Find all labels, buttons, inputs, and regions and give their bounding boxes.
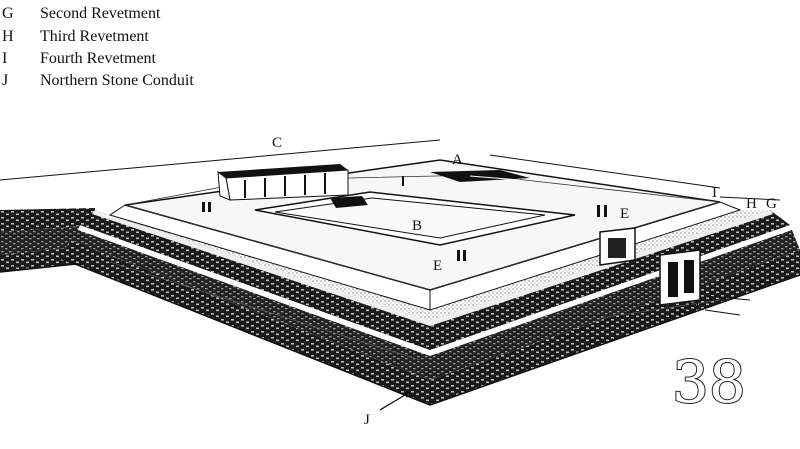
legend-text: Fourth Revetment [40,50,156,67]
slide-number: 38 [672,348,746,416]
legend-key: J [2,72,9,89]
first-revetment [108,201,742,311]
label-j: J [364,412,370,428]
label-c: C [272,135,282,151]
label-g: G [766,196,777,212]
legend-key: I [2,50,8,67]
label-e-front: E [433,258,442,274]
label-b: B [412,218,422,234]
label-i: I [712,185,717,201]
building-c [217,164,349,201]
legend-key: H [2,28,14,45]
structure-a [430,170,530,182]
label-h: H [746,196,757,212]
dimension-lines [0,139,721,361]
gateway-e [599,227,636,266]
legend-key: G [2,5,14,22]
gateway-d [659,249,701,306]
figures [202,176,607,261]
fourth-revetment [59,240,800,406]
leader-lines [379,196,781,411]
legend-text: Second Revetment [40,5,161,22]
legend-text: Northern Stone Conduit [40,72,194,89]
label-e-right: E [620,206,629,222]
inner-courtyard [254,191,576,246]
label-a: A [452,152,463,168]
third-revetment [70,225,800,380]
label-d: D [688,298,699,314]
second-revetment [80,210,790,350]
legend-text: Third Revetment [40,28,149,45]
